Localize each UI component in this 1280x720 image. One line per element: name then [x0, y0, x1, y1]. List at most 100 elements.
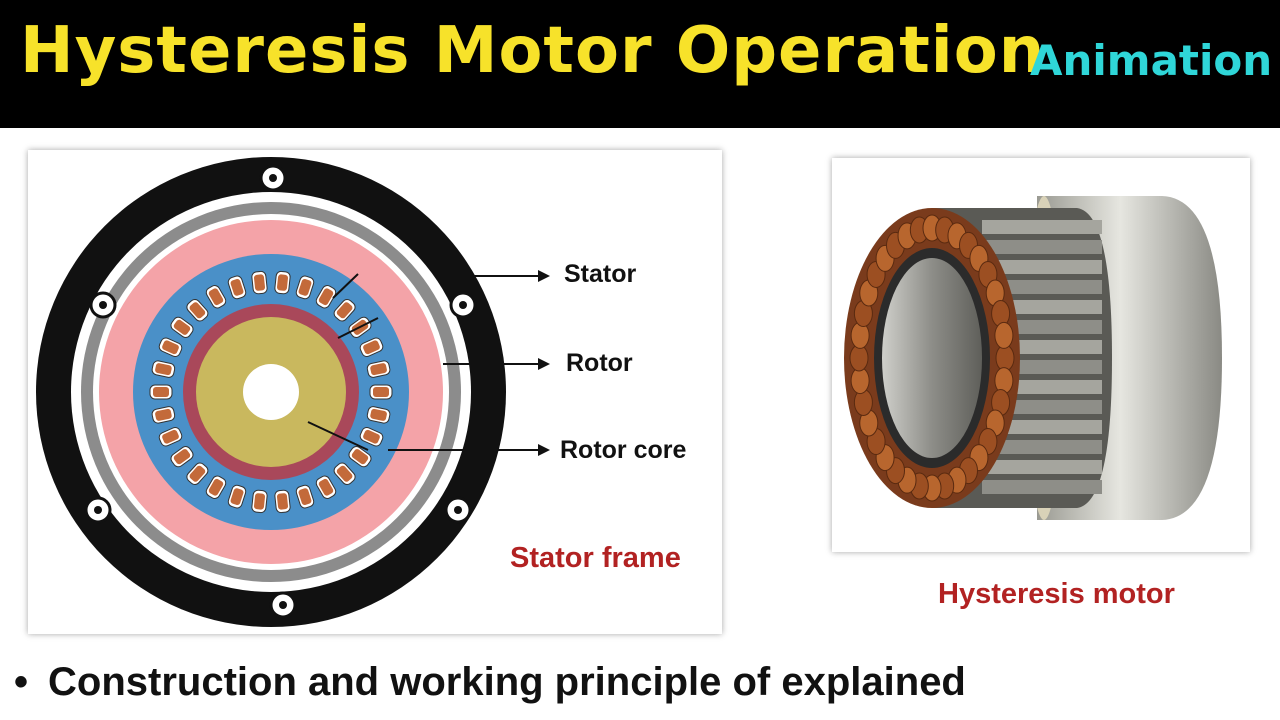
- stator-slot: [186, 462, 209, 486]
- slot-winding: [253, 274, 266, 291]
- lamination-strip: [982, 260, 1102, 274]
- stator-arrowhead: [538, 270, 550, 282]
- title-banner: Hysteresis Motor Operation Animation: [0, 0, 1280, 128]
- copper-coil: [849, 344, 869, 372]
- stator-slot: [315, 475, 337, 499]
- slot-winding: [162, 340, 179, 355]
- copper-coil: [995, 344, 1015, 372]
- stator-slots: [149, 270, 393, 514]
- slot-winding: [253, 493, 266, 510]
- inner-pointer-3: [307, 421, 369, 451]
- slot-winding: [230, 488, 244, 505]
- rotor-label: Rotor: [566, 349, 633, 377]
- slot-winding: [373, 387, 389, 397]
- bullet-icon: •: [14, 660, 29, 704]
- slot-winding: [318, 478, 334, 496]
- stator-slot: [205, 285, 227, 309]
- motor-cross-section-diagram: [36, 157, 550, 627]
- lamination-strip: [982, 440, 1102, 454]
- stator-slot: [158, 337, 183, 358]
- slot-winding: [276, 274, 289, 291]
- slot-winding: [173, 319, 191, 335]
- stator-slot: [366, 406, 391, 424]
- stator-slot: [170, 446, 194, 468]
- stator-slot: [205, 475, 227, 499]
- stator-slot: [295, 275, 315, 300]
- inner-pointer-1: [332, 273, 359, 299]
- bolt-center: [459, 301, 467, 309]
- stator-slot: [359, 337, 384, 358]
- slot-winding: [318, 288, 334, 306]
- stator-coils: [849, 214, 1015, 502]
- bolt-center: [269, 174, 277, 182]
- slot-winding: [298, 488, 312, 505]
- bolt-center: [99, 301, 107, 309]
- slot-winding: [363, 340, 380, 355]
- slot-winding: [155, 363, 172, 376]
- stator-slot: [251, 489, 268, 514]
- stator-slot: [227, 275, 247, 300]
- slot-winding: [230, 279, 244, 296]
- summary-text: Construction and working principle of ex…: [48, 660, 966, 704]
- stator-slot: [151, 360, 176, 378]
- slot-winding: [189, 302, 206, 319]
- stator-slot: [149, 384, 173, 400]
- stator-slot: [369, 384, 393, 400]
- slot-winding: [208, 478, 224, 496]
- slot-winding: [336, 465, 353, 482]
- slot-winding: [370, 408, 387, 421]
- bolt-center: [94, 506, 102, 514]
- stator-slot: [295, 484, 315, 509]
- lamination-strip: [982, 460, 1102, 474]
- stator-slot: [333, 462, 356, 486]
- copper-coil: [994, 321, 1014, 349]
- stator-frame-caption: Stator frame: [510, 542, 681, 574]
- stator-slot: [359, 426, 384, 447]
- frame-bolts: [84, 164, 477, 619]
- stator-bore: [882, 258, 982, 458]
- lamination-strip: [982, 220, 1102, 234]
- stator-slot: [170, 316, 194, 338]
- slot-winding: [153, 387, 169, 397]
- slot-winding: [351, 449, 369, 465]
- slot-winding: [208, 288, 224, 306]
- stator-slot: [348, 446, 372, 468]
- stator-slot: [251, 270, 268, 295]
- slot-winding: [298, 279, 312, 296]
- rotor-core-label: Rotor core: [560, 436, 687, 464]
- hysteresis-motor-illustration: [844, 196, 1222, 520]
- summary-bullet: • Construction and working principle of e…: [14, 660, 966, 705]
- stator-slot: [151, 406, 176, 424]
- bolt-center: [454, 506, 462, 514]
- lamination-strip: [982, 480, 1102, 494]
- motor-photo-caption: Hysteresis motor: [938, 578, 1175, 610]
- stator-slot: [186, 298, 209, 322]
- slot-winding: [276, 493, 289, 510]
- page-title: Hysteresis Motor Operation: [20, 14, 1046, 88]
- page-subtitle: Animation: [1030, 36, 1273, 85]
- stator-slot: [333, 298, 356, 322]
- copper-coil: [850, 367, 870, 395]
- stator-slot: [158, 426, 183, 447]
- stator-slot: [274, 489, 291, 514]
- shaft-hole: [243, 364, 299, 420]
- slot-winding: [173, 449, 191, 465]
- rotor-core-arrowhead: [538, 444, 550, 456]
- motor-photo-panel: [832, 158, 1250, 552]
- lamination-strip: [982, 280, 1102, 294]
- slot-winding: [189, 465, 206, 482]
- stator-slot: [366, 360, 391, 378]
- rotor-arrowhead: [538, 358, 550, 370]
- lamination-strip: [982, 420, 1102, 434]
- stator-label: Stator: [564, 260, 637, 288]
- lamination-strip: [982, 240, 1102, 254]
- stator-slot: [315, 285, 337, 309]
- stator-slot: [274, 270, 291, 295]
- slot-winding: [162, 429, 179, 444]
- slot-winding: [155, 408, 172, 421]
- slot-winding: [370, 363, 387, 376]
- bolt-center: [279, 601, 287, 609]
- slot-winding: [336, 302, 353, 319]
- diagram-panel: Stator Rotor Rotor core Stator frame: [28, 150, 722, 634]
- inner-pointer-2: [337, 317, 379, 339]
